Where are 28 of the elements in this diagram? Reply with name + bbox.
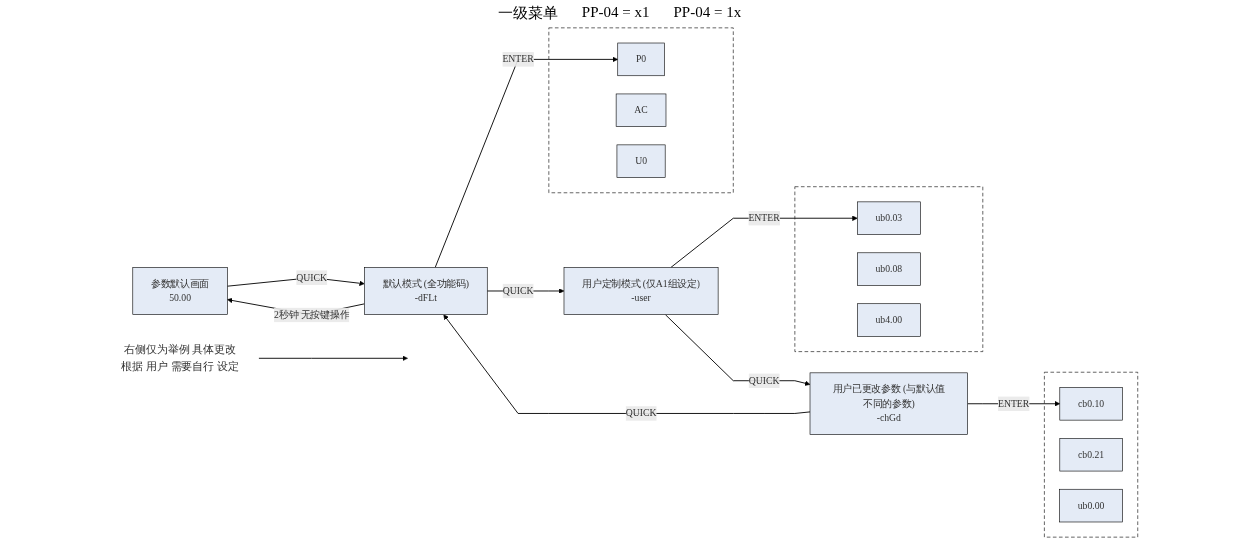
node-box: 用户已更改参数 (与默认值不同的参数) -chGd bbox=[809, 372, 968, 435]
edge-label: QUICK bbox=[625, 408, 657, 419]
edge-label: QUICK bbox=[748, 375, 780, 386]
node-box: cb0.10 bbox=[1059, 387, 1123, 421]
note-text: 一级菜单 bbox=[497, 4, 558, 23]
node-box: ub0.03 bbox=[857, 201, 921, 235]
cluster bbox=[1044, 371, 1139, 538]
node-box: AC bbox=[615, 93, 667, 127]
edge-label: 2秒钟 无按键操作 bbox=[274, 309, 350, 320]
node-box: 用户定制模式 (仅A1组设定) -user bbox=[563, 267, 719, 315]
edge-label: ENTER bbox=[502, 53, 534, 65]
cluster bbox=[548, 27, 734, 194]
node-box: cb0.21 bbox=[1059, 438, 1123, 472]
edge-label: QUICK bbox=[296, 272, 327, 283]
node-box: 参数默认画面 50.00 bbox=[132, 267, 228, 315]
node-box: P0 bbox=[617, 42, 665, 77]
node-box: 默认模式 (全功能码) -dFLt bbox=[364, 267, 488, 315]
note-text: PP-04 = 1x bbox=[673, 4, 742, 22]
node-box: ub0.08 bbox=[857, 252, 921, 286]
edge-label: ENTER bbox=[748, 212, 780, 224]
cluster bbox=[794, 186, 984, 352]
edge-label: QUICK bbox=[502, 285, 534, 296]
node-box: ub0.00 bbox=[1059, 488, 1123, 523]
note-text: PP-04 = x1 bbox=[581, 4, 650, 22]
node-text: 右侧仅为举例 具体更改根据 用户 需要自行 设定 bbox=[121, 343, 239, 373]
node-box: ub4.00 bbox=[857, 303, 921, 337]
node-box: U0 bbox=[616, 144, 666, 178]
edge-label: ENTER bbox=[997, 398, 1030, 409]
